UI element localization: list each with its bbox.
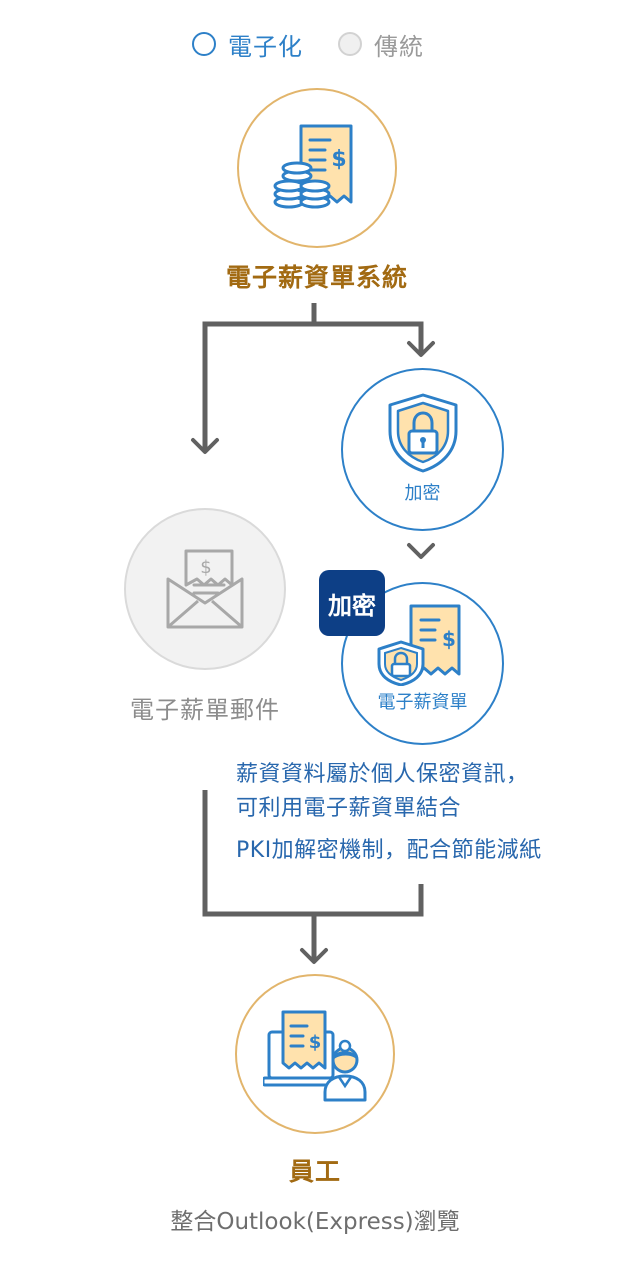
connector-right [314,321,424,354]
chevron-down-icon [407,543,435,559]
connector-split [202,303,317,450]
footer-caption: 整合Outlook(Express)瀏覽 [170,1209,460,1235]
note-line-2: 可利用電子薪資單結合 [236,796,462,821]
note-line-3: PKI加解密機制，配合節能減紙 [236,838,542,863]
system-node: $ [237,88,397,248]
email-node: $ [124,508,286,670]
arrowhead-bottom [300,948,328,964]
svg-text:$: $ [331,147,346,172]
svg-text:$: $ [200,557,211,578]
shield-lock-icon [388,393,457,472]
employee-with-laptop-icon: $ [263,1010,367,1102]
employee-node: $ [235,974,395,1134]
payslip-label: 電子薪資單 [377,691,468,713]
system-title: 電子薪資單系統 [225,263,408,292]
note-line-1: 薪資資料屬於個人保密資訊， [236,762,529,787]
encrypt-node: 加密 [341,368,504,531]
arrowhead-right [407,341,435,357]
description-note: 薪資資料屬於個人保密資訊， 可利用電子薪資單結合 PKI加解密機制，配合節能減紙 [236,758,542,868]
encrypt-label: 加密 [404,482,441,504]
toggle-option-electronic[interactable]: 電子化 [192,26,303,62]
radio-electronic-icon [192,32,216,56]
toggle-electronic-label: 電子化 [228,32,303,61]
email-label: 電子薪單郵件 [130,696,280,724]
payslip-with-shield-icon: $ [377,604,460,686]
employee-title: 員工 [288,1157,341,1186]
radio-traditional-icon [338,32,362,56]
encrypted-badge: 加密 [319,570,385,636]
payslip-with-coins-icon: $ [273,124,353,209]
envelope-payslip-icon: $ [166,549,244,629]
svg-text:$: $ [309,1032,322,1053]
toggle-traditional-label: 傳統 [374,32,424,61]
toggle-option-traditional[interactable]: 傳統 [338,26,424,62]
arrowhead-left [191,438,219,454]
svg-text:$: $ [442,627,456,651]
